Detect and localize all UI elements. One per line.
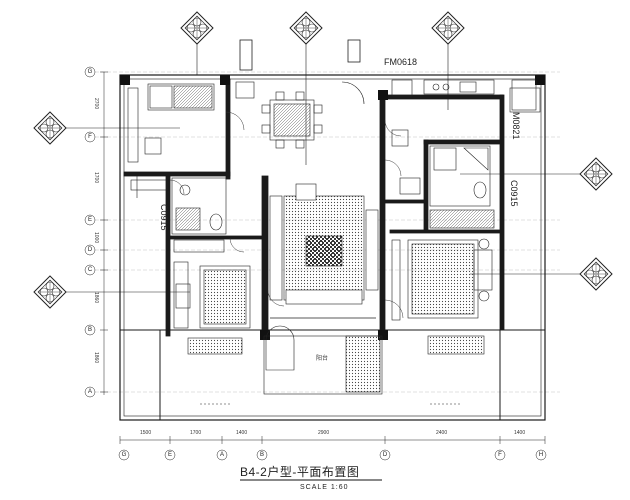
dim-left-4: 1860	[93, 292, 99, 304]
kitchen	[391, 79, 541, 147]
grid-bottom-2: E	[167, 452, 172, 458]
interior-walls	[123, 78, 505, 337]
dim-left-3: 1000	[93, 232, 99, 244]
door-tag-left: C0915	[159, 204, 169, 231]
grid-left-2: F	[88, 134, 92, 140]
door-tag-right-upper: M0821	[511, 112, 521, 140]
dim-bottom-2: 1700	[190, 430, 202, 436]
living-room-furniture	[269, 183, 379, 319]
drawing-title: B4-2户型-平面布置图	[240, 465, 360, 479]
master-bedroom	[391, 238, 493, 321]
dim-bottom-6: 1400	[514, 430, 526, 436]
dim-left-2: 1700	[93, 172, 99, 184]
balcony	[187, 325, 485, 405]
elevation-symbol-4	[33, 111, 67, 145]
dim-bottom-5: 2400	[436, 430, 448, 436]
grid-bottom-3: A	[219, 452, 224, 458]
structural-columns	[120, 75, 545, 340]
dim-bottom-4: 2900	[318, 430, 330, 436]
dim-bottom-1: 1500	[140, 430, 152, 436]
grid-bottom-4: B	[259, 452, 264, 458]
dim-left-1: 2700	[93, 98, 99, 110]
elevation-symbol-5	[579, 157, 613, 191]
dining-table	[235, 81, 365, 149]
bedroom-top-left-furniture	[127, 83, 215, 198]
grid-left-4: D	[87, 247, 93, 253]
grid-bottom-6: F	[498, 452, 502, 458]
grid-bottom-1: G	[121, 452, 127, 458]
drawing-scale: SCALE 1:60	[300, 484, 349, 491]
elevation-index-symbols	[33, 11, 613, 309]
room-label-balcony: 阳台	[316, 356, 329, 362]
door-tag-right-lower: C0915	[509, 180, 519, 207]
dim-left-5: 1860	[93, 352, 99, 364]
grid-left-1: G	[87, 69, 93, 75]
door-tag-top: FM0618	[384, 57, 418, 67]
exterior-walls	[119, 74, 546, 421]
grid-left-6: B	[87, 327, 92, 333]
elevation-symbol-7	[579, 257, 613, 291]
bathroom-right	[399, 145, 495, 229]
dimension-line-left	[84, 66, 108, 398]
elevation-symbol-6	[33, 275, 67, 309]
bathroom-left	[171, 177, 227, 253]
dimension-line-bottom	[118, 436, 547, 461]
grid-left-5: C	[87, 267, 93, 273]
elevation-symbol-1	[180, 11, 214, 45]
bedroom-bottom-left	[173, 261, 251, 329]
grid-left-7: A	[87, 389, 92, 395]
elevation-symbol-3	[431, 11, 465, 45]
dim-bottom-3: 1400	[236, 430, 248, 436]
grid-bottom-7: H	[538, 452, 544, 458]
door-swings	[169, 111, 404, 319]
grid-bottom-5: D	[382, 452, 388, 458]
grid-left-3: E	[87, 217, 92, 223]
elevation-symbol-2	[289, 11, 323, 45]
